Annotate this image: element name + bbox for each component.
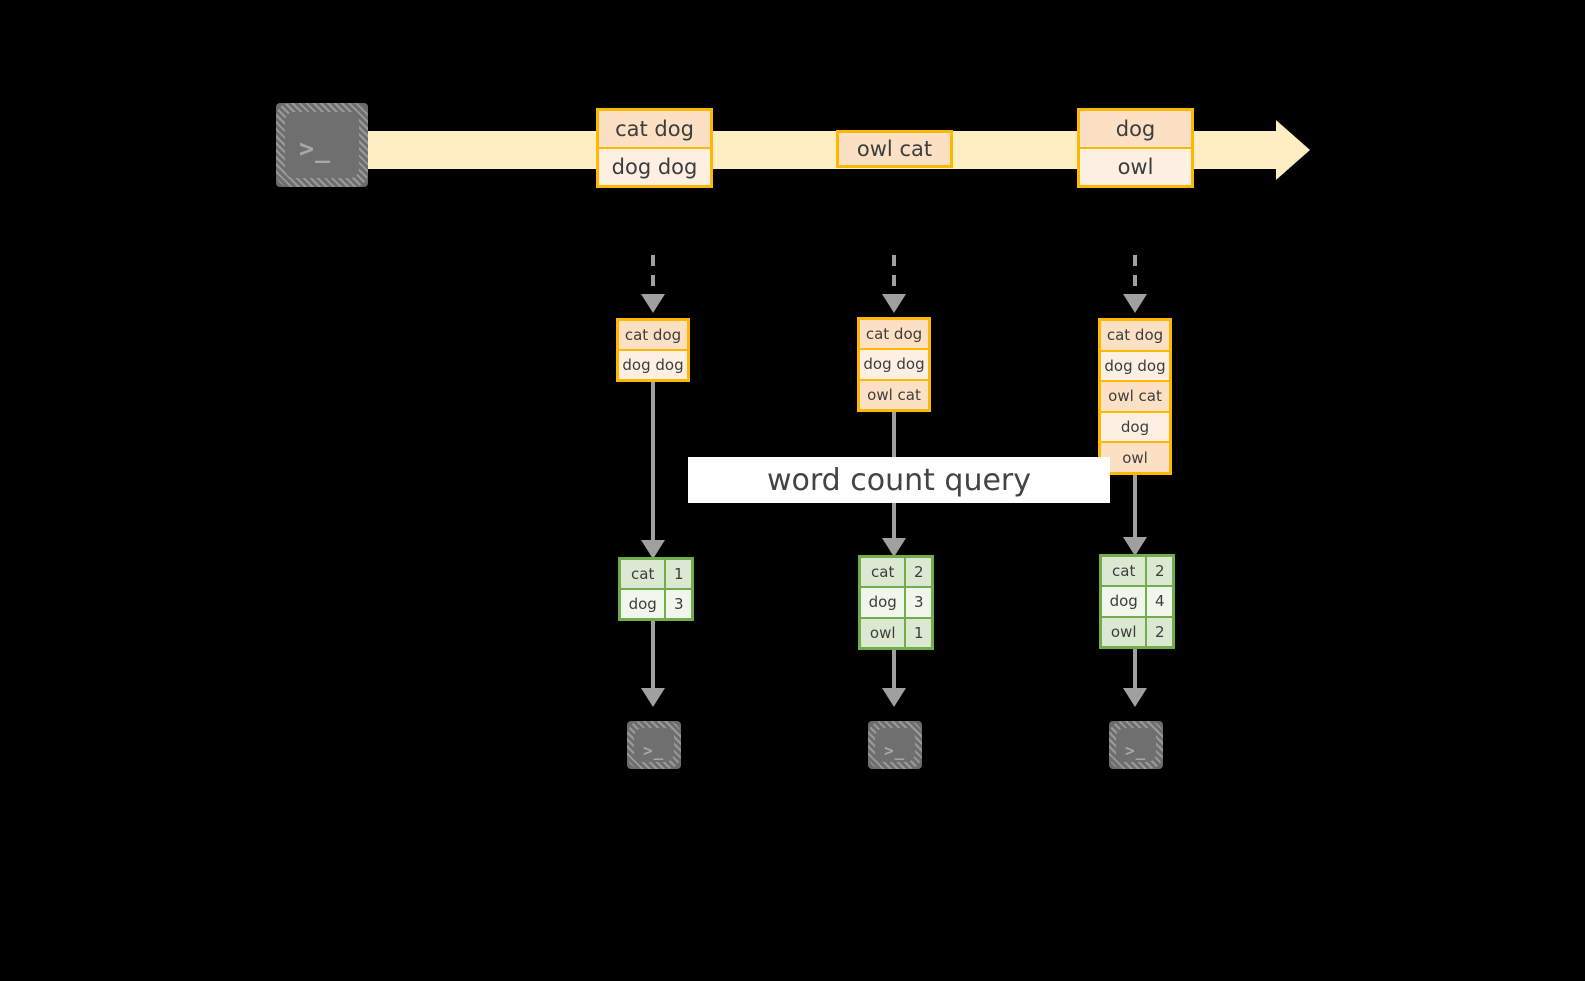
table-row: cat 2 bbox=[861, 558, 931, 589]
source-terminal-icon: >_ bbox=[266, 93, 378, 197]
trigger-1-result-word: cat bbox=[621, 560, 667, 588]
trigger-1-sink-terminal-icon: >_ bbox=[617, 711, 691, 779]
terminal-prompt-glyph: >_ bbox=[643, 741, 665, 760]
trigger-3-input-table: cat dog dog dog owl cat dog owl bbox=[1098, 318, 1172, 475]
trigger-2-sink-arrowhead bbox=[882, 688, 906, 707]
table-row: cat 1 bbox=[621, 560, 691, 590]
table-row: owl 1 bbox=[861, 618, 931, 647]
stream-batch-2-line-1: owl cat bbox=[839, 133, 950, 165]
trigger-2-result-table: cat 2 dog 3 owl 1 bbox=[858, 555, 934, 650]
trigger-3-result-count: 2 bbox=[1147, 557, 1172, 586]
trigger-1-result-count: 3 bbox=[666, 590, 691, 618]
trigger-3-feed-arrowhead bbox=[1123, 294, 1147, 313]
trigger-3-result-count: 2 bbox=[1147, 617, 1172, 646]
trigger-1-query-line bbox=[651, 382, 655, 550]
query-banner: word count query bbox=[688, 457, 1110, 503]
stream-batch-2: owl cat bbox=[836, 130, 953, 168]
trigger-2-input-row: cat dog bbox=[860, 320, 928, 351]
trigger-3-sink-line bbox=[1133, 649, 1137, 695]
stream-batch-1: cat dog dog dog bbox=[596, 108, 713, 188]
trigger-3-result-word: dog bbox=[1102, 587, 1148, 616]
trigger-3-result-count: 4 bbox=[1147, 587, 1172, 616]
trigger-1-result-word: dog bbox=[621, 590, 667, 618]
trigger-1-input-row: cat dog bbox=[619, 321, 687, 351]
trigger-2-result-word: cat bbox=[861, 558, 907, 587]
trigger-2-result-count: 2 bbox=[906, 558, 931, 587]
table-row: dog 4 bbox=[1102, 587, 1172, 618]
stream-arrow-head bbox=[1276, 120, 1310, 180]
trigger-2-input-row: dog dog bbox=[860, 350, 928, 381]
stream-batch-3-line-2: owl bbox=[1080, 149, 1191, 185]
terminal-screen: >_ bbox=[634, 728, 674, 762]
trigger-3-input-row: owl cat bbox=[1101, 382, 1169, 413]
stream-batch-3: dog owl bbox=[1077, 108, 1194, 188]
stream-batch-1-line-2: dog dog bbox=[599, 149, 710, 185]
stream-batch-3-line-1: dog bbox=[1080, 111, 1191, 149]
trigger-1-result-table: cat 1 dog 3 bbox=[618, 557, 694, 621]
trigger-1-feed-line bbox=[651, 255, 655, 297]
table-row: owl 2 bbox=[1102, 617, 1172, 646]
trigger-1-input-row: dog dog bbox=[619, 351, 687, 379]
trigger-2-feed-line bbox=[892, 255, 896, 297]
stream-batch-1-line-1: cat dog bbox=[599, 111, 710, 149]
trigger-3-input-row: dog dog bbox=[1101, 351, 1169, 383]
table-row: cat 2 bbox=[1102, 557, 1172, 588]
trigger-3-sink-terminal-icon: >_ bbox=[1099, 711, 1173, 779]
trigger-3-input-row: cat dog bbox=[1101, 321, 1169, 352]
trigger-2-sink-line bbox=[892, 650, 896, 695]
query-banner-label: word count query bbox=[766, 462, 1032, 498]
trigger-3-query-arrowhead bbox=[1123, 537, 1147, 556]
table-row: dog 3 bbox=[861, 588, 931, 619]
trigger-1-input-table: cat dog dog dog bbox=[616, 318, 690, 382]
trigger-2-input-table: cat dog dog dog owl cat bbox=[857, 317, 931, 412]
trigger-3-query-line bbox=[1133, 475, 1137, 547]
trigger-3-result-word: cat bbox=[1102, 557, 1148, 586]
trigger-1-sink-line bbox=[651, 621, 655, 695]
trigger-3-feed-line bbox=[1133, 255, 1137, 297]
terminal-prompt-glyph: >_ bbox=[299, 134, 332, 163]
trigger-3-input-row: owl bbox=[1101, 443, 1169, 472]
table-row: dog 3 bbox=[621, 590, 691, 618]
trigger-2-result-word: dog bbox=[861, 588, 907, 617]
trigger-1-feed-arrowhead bbox=[641, 294, 665, 313]
terminal-screen: >_ bbox=[875, 728, 915, 762]
terminal-prompt-glyph: >_ bbox=[884, 741, 906, 760]
trigger-2-result-word: owl bbox=[861, 618, 907, 647]
trigger-2-input-row: owl cat bbox=[860, 380, 928, 409]
trigger-2-result-count: 1 bbox=[906, 618, 931, 647]
trigger-3-input-row: dog bbox=[1101, 412, 1169, 444]
trigger-2-feed-arrowhead bbox=[882, 294, 906, 313]
terminal-screen: >_ bbox=[1116, 728, 1156, 762]
trigger-2-result-count: 3 bbox=[906, 588, 931, 617]
trigger-3-result-word: owl bbox=[1102, 617, 1148, 646]
trigger-3-result-table: cat 2 dog 4 owl 2 bbox=[1099, 554, 1175, 649]
trigger-2-query-arrowhead bbox=[882, 538, 906, 557]
trigger-1-result-count: 1 bbox=[666, 560, 691, 588]
trigger-1-query-arrowhead bbox=[641, 540, 665, 559]
terminal-screen: >_ bbox=[285, 112, 359, 178]
trigger-1-sink-arrowhead bbox=[641, 688, 665, 707]
trigger-3-sink-arrowhead bbox=[1123, 688, 1147, 707]
terminal-prompt-glyph: >_ bbox=[1125, 741, 1147, 760]
trigger-2-sink-terminal-icon: >_ bbox=[858, 711, 932, 779]
